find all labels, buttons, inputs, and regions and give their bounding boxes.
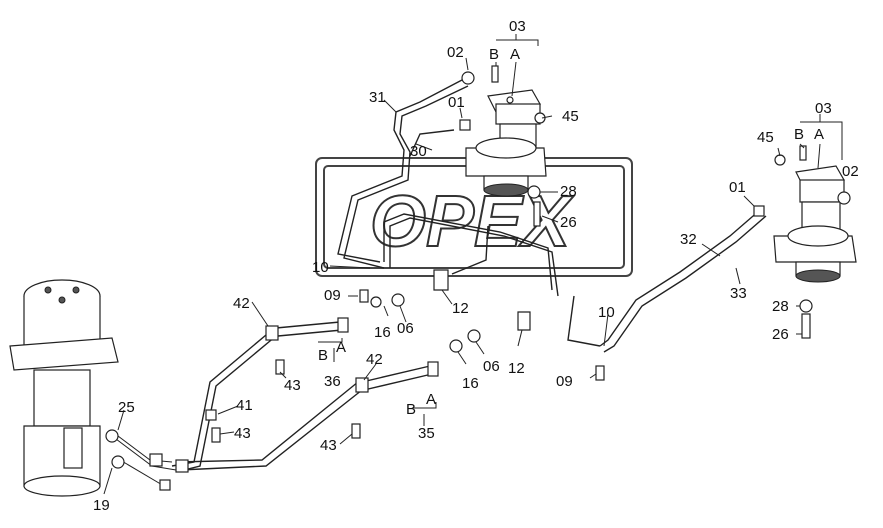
callout-33: 33 bbox=[730, 285, 747, 302]
callout-b-right: B bbox=[794, 126, 804, 143]
callout-12-left: 12 bbox=[452, 300, 469, 317]
callout-45-right: 45 bbox=[757, 129, 774, 146]
callout-28-right: 28 bbox=[772, 298, 789, 315]
callout-a-right: A bbox=[814, 126, 824, 143]
callout-09-left: 09 bbox=[324, 287, 341, 304]
callout-labels: 03 B A 02 01 45 31 30 28 26 03 B A 45 02… bbox=[93, 18, 859, 514]
callout-16-left: 16 bbox=[374, 324, 391, 341]
callout-03-right: 03 bbox=[815, 100, 832, 117]
callout-16-mid: 16 bbox=[462, 375, 479, 392]
callout-a-top: A bbox=[510, 46, 520, 63]
callout-28-top: 28 bbox=[560, 183, 577, 200]
swivel-joint-left bbox=[9, 279, 119, 497]
callout-45-top: 45 bbox=[562, 108, 579, 125]
callout-43-b: 43 bbox=[234, 425, 251, 442]
callout-42-left: 42 bbox=[233, 295, 250, 312]
callout-41: 41 bbox=[236, 397, 253, 414]
leader-lines bbox=[103, 34, 845, 495]
hose-lines bbox=[109, 79, 767, 487]
callout-10-left: 10 bbox=[312, 259, 329, 276]
callout-02-top: 02 bbox=[447, 44, 464, 61]
callout-32: 32 bbox=[680, 231, 697, 248]
callout-09-right: 09 bbox=[556, 373, 573, 390]
callout-36: 36 bbox=[324, 373, 341, 390]
callout-b-36: B bbox=[318, 347, 328, 364]
callout-a-35: A bbox=[426, 391, 436, 408]
callout-03-top: 03 bbox=[509, 18, 526, 35]
callout-10-right: 10 bbox=[598, 304, 615, 321]
callout-43-c: 43 bbox=[320, 437, 337, 454]
callout-01-right: 01 bbox=[729, 179, 746, 196]
callout-35: 35 bbox=[418, 425, 435, 442]
callout-06-mid: 06 bbox=[483, 358, 500, 375]
callout-30: 30 bbox=[410, 143, 427, 160]
callout-b-35: B bbox=[406, 401, 416, 418]
callout-06-left: 06 bbox=[397, 320, 414, 337]
callout-42-mid: 42 bbox=[366, 351, 383, 368]
travel-motor-center bbox=[465, 89, 547, 197]
callout-01-top: 01 bbox=[448, 94, 465, 111]
fittings bbox=[105, 65, 851, 491]
callout-b-top: B bbox=[489, 46, 499, 63]
travel-motor-right bbox=[773, 165, 857, 283]
callout-a-36: A bbox=[336, 339, 346, 356]
callout-31: 31 bbox=[369, 89, 386, 106]
callout-26-top: 26 bbox=[560, 214, 577, 231]
callout-19: 19 bbox=[93, 497, 110, 514]
callout-43-a: 43 bbox=[284, 377, 301, 394]
callout-02-right: 02 bbox=[842, 163, 859, 180]
callout-12-mid: 12 bbox=[508, 360, 525, 377]
callout-25: 25 bbox=[118, 399, 135, 416]
watermark-text: OPEX bbox=[370, 182, 574, 262]
callout-26-right: 26 bbox=[772, 326, 789, 343]
